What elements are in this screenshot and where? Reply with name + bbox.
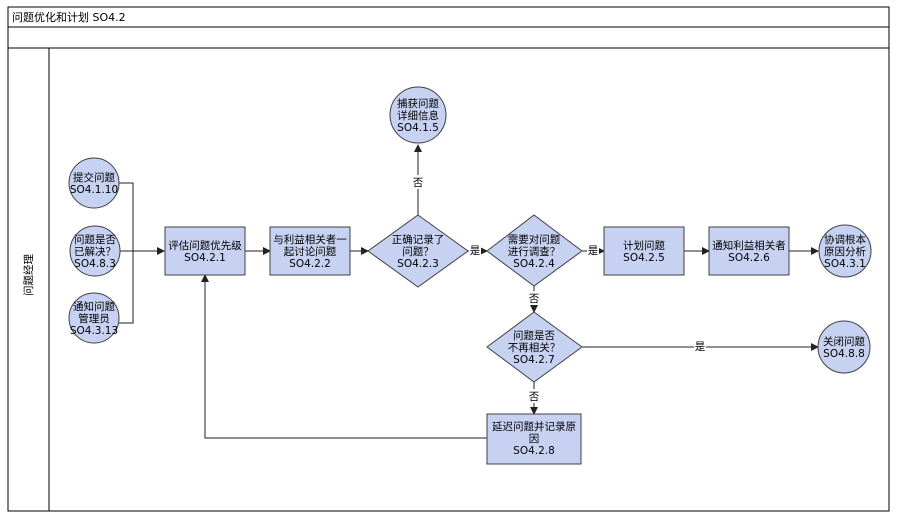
node-label-line: SO4.2.2: [289, 258, 331, 270]
node-label-line: 评估问题优先级: [168, 239, 242, 252]
task-box: [164, 226, 246, 276]
node-label-line: SO4.8.8: [823, 348, 865, 360]
node-label-line: SO4.1.10: [70, 184, 118, 196]
diagram-frame: [7, 6, 890, 512]
node-label-line: 关闭问题: [823, 335, 865, 348]
node-label-line: 原因分析: [824, 245, 866, 258]
node-label-line: 与利益相关者一: [273, 233, 347, 246]
node-label-line: 通知利益相关者: [712, 239, 786, 252]
node-label-line: SO4.3.1: [824, 258, 866, 270]
node-label-line: 进行调查？: [508, 245, 561, 258]
node-label-line: 已解决？: [74, 245, 116, 258]
edge-label-no-defer: 否: [529, 391, 540, 403]
node-label-line: SO4.2.5: [623, 252, 665, 264]
decision-diamond: [367, 214, 469, 288]
node-label-line: 起讨论问题: [284, 245, 337, 258]
node-label-line: 不再相关？: [508, 341, 561, 354]
edge-n1-merge: [119, 182, 134, 324]
node-label-line: 详细信息: [397, 109, 439, 122]
edge-p5-p1: [201, 274, 487, 439]
edge-label-yes-plan: 是: [588, 245, 599, 257]
node-label-line: 需要对问题: [508, 233, 561, 246]
node-label-line: 问题是否: [513, 329, 555, 342]
edge-label-no-relevance: 否: [529, 293, 540, 305]
event-circle: [69, 225, 121, 277]
task-box: [486, 413, 582, 465]
event-circle: [68, 292, 120, 344]
edges: [119, 144, 819, 439]
edge-labels: 否 是 是 否 是 否: [411, 175, 706, 403]
event-circle: [817, 320, 871, 374]
node-label-line: SO4.3.13: [70, 325, 118, 337]
node-label-line: SO4.2.7: [513, 354, 555, 366]
decision-diamond: [486, 214, 583, 287]
node-label-line: 提交问题: [73, 171, 115, 184]
node-label-line: 管理员: [78, 312, 110, 325]
node-label-line: SO4.1.5: [397, 122, 439, 134]
edge-label-yes-investigate: 是: [470, 245, 481, 257]
swimlane-label: 问题经理: [22, 254, 35, 296]
decision-diamond: [486, 311, 583, 383]
node-label-line: 因: [529, 433, 540, 445]
task-box: [603, 226, 685, 276]
event-circle: [389, 86, 447, 144]
node-label-line: 通知问题: [73, 300, 115, 313]
node-label-line: SO4.2.1: [184, 252, 226, 264]
edge-label-no-capture: 否: [413, 177, 424, 189]
node-label-line: SO4.2.6: [728, 252, 770, 264]
diagram-title: 问题优化和计划 SO4.2: [12, 10, 126, 24]
node-label-line: 计划问题: [623, 239, 665, 252]
node-label-line: 正确记录了: [392, 233, 445, 246]
event-circle: [68, 157, 120, 209]
edge-label-yes-close: 是: [695, 341, 706, 353]
node-label-line: 协调根本: [824, 233, 866, 246]
node-label-line: 问题？: [402, 245, 434, 258]
node-label-line: 问题是否: [74, 233, 116, 246]
event-circle: [818, 224, 872, 278]
node-label-line: 捕获问题: [397, 97, 439, 110]
task-box: [269, 226, 351, 276]
node-label-line: SO4.2.3: [397, 258, 439, 270]
node-label-line: 延迟问题并记录原: [492, 420, 576, 433]
node-label-line: SO4.8.3: [74, 258, 116, 270]
task-box: [708, 226, 790, 276]
node-label-line: SO4.2.8: [513, 445, 555, 457]
node-label-line: SO4.2.4: [513, 258, 555, 270]
